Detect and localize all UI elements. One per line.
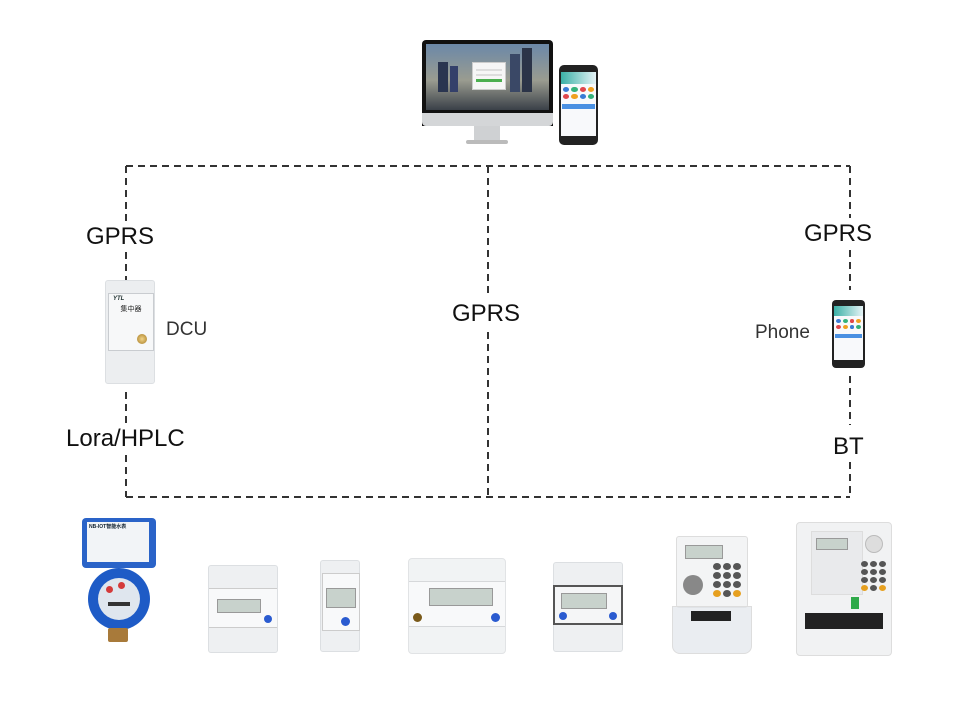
link-label-left-bottom: Lora/HPLC	[66, 425, 185, 452]
meter-keypad-1p	[672, 536, 752, 654]
meter-water: NB-IOT智能水表	[78, 518, 160, 646]
meter-din-wide	[408, 558, 506, 654]
dcu-label: DCU	[166, 319, 208, 340]
meter-keypad-3p	[796, 522, 892, 656]
link-label-right-top: GPRS	[804, 220, 873, 247]
antenna-connector-icon	[137, 334, 147, 344]
server-node	[420, 38, 600, 148]
monitor-base	[466, 140, 508, 144]
monitor-stand	[474, 126, 500, 140]
link-label-right-bottom: BT	[833, 433, 864, 460]
phone-device	[832, 300, 865, 368]
meter-din-4p	[208, 565, 278, 653]
link-label-center: GPRS	[452, 300, 521, 327]
dcu-chinese-label: 集中器	[120, 306, 142, 313]
dcu-device: YTL 集中器	[105, 280, 155, 384]
dcu-brand: YTL	[113, 296, 125, 302]
link-label-left-top: GPRS	[86, 223, 155, 250]
water-meter-text: NB-IOT智能水表	[89, 524, 127, 530]
monitor-icon	[422, 40, 553, 126]
phone-label: Phone	[755, 322, 810, 343]
smartphone-icon	[559, 65, 598, 145]
meter-din-1p	[320, 560, 360, 652]
meter-din-dark	[553, 562, 623, 652]
